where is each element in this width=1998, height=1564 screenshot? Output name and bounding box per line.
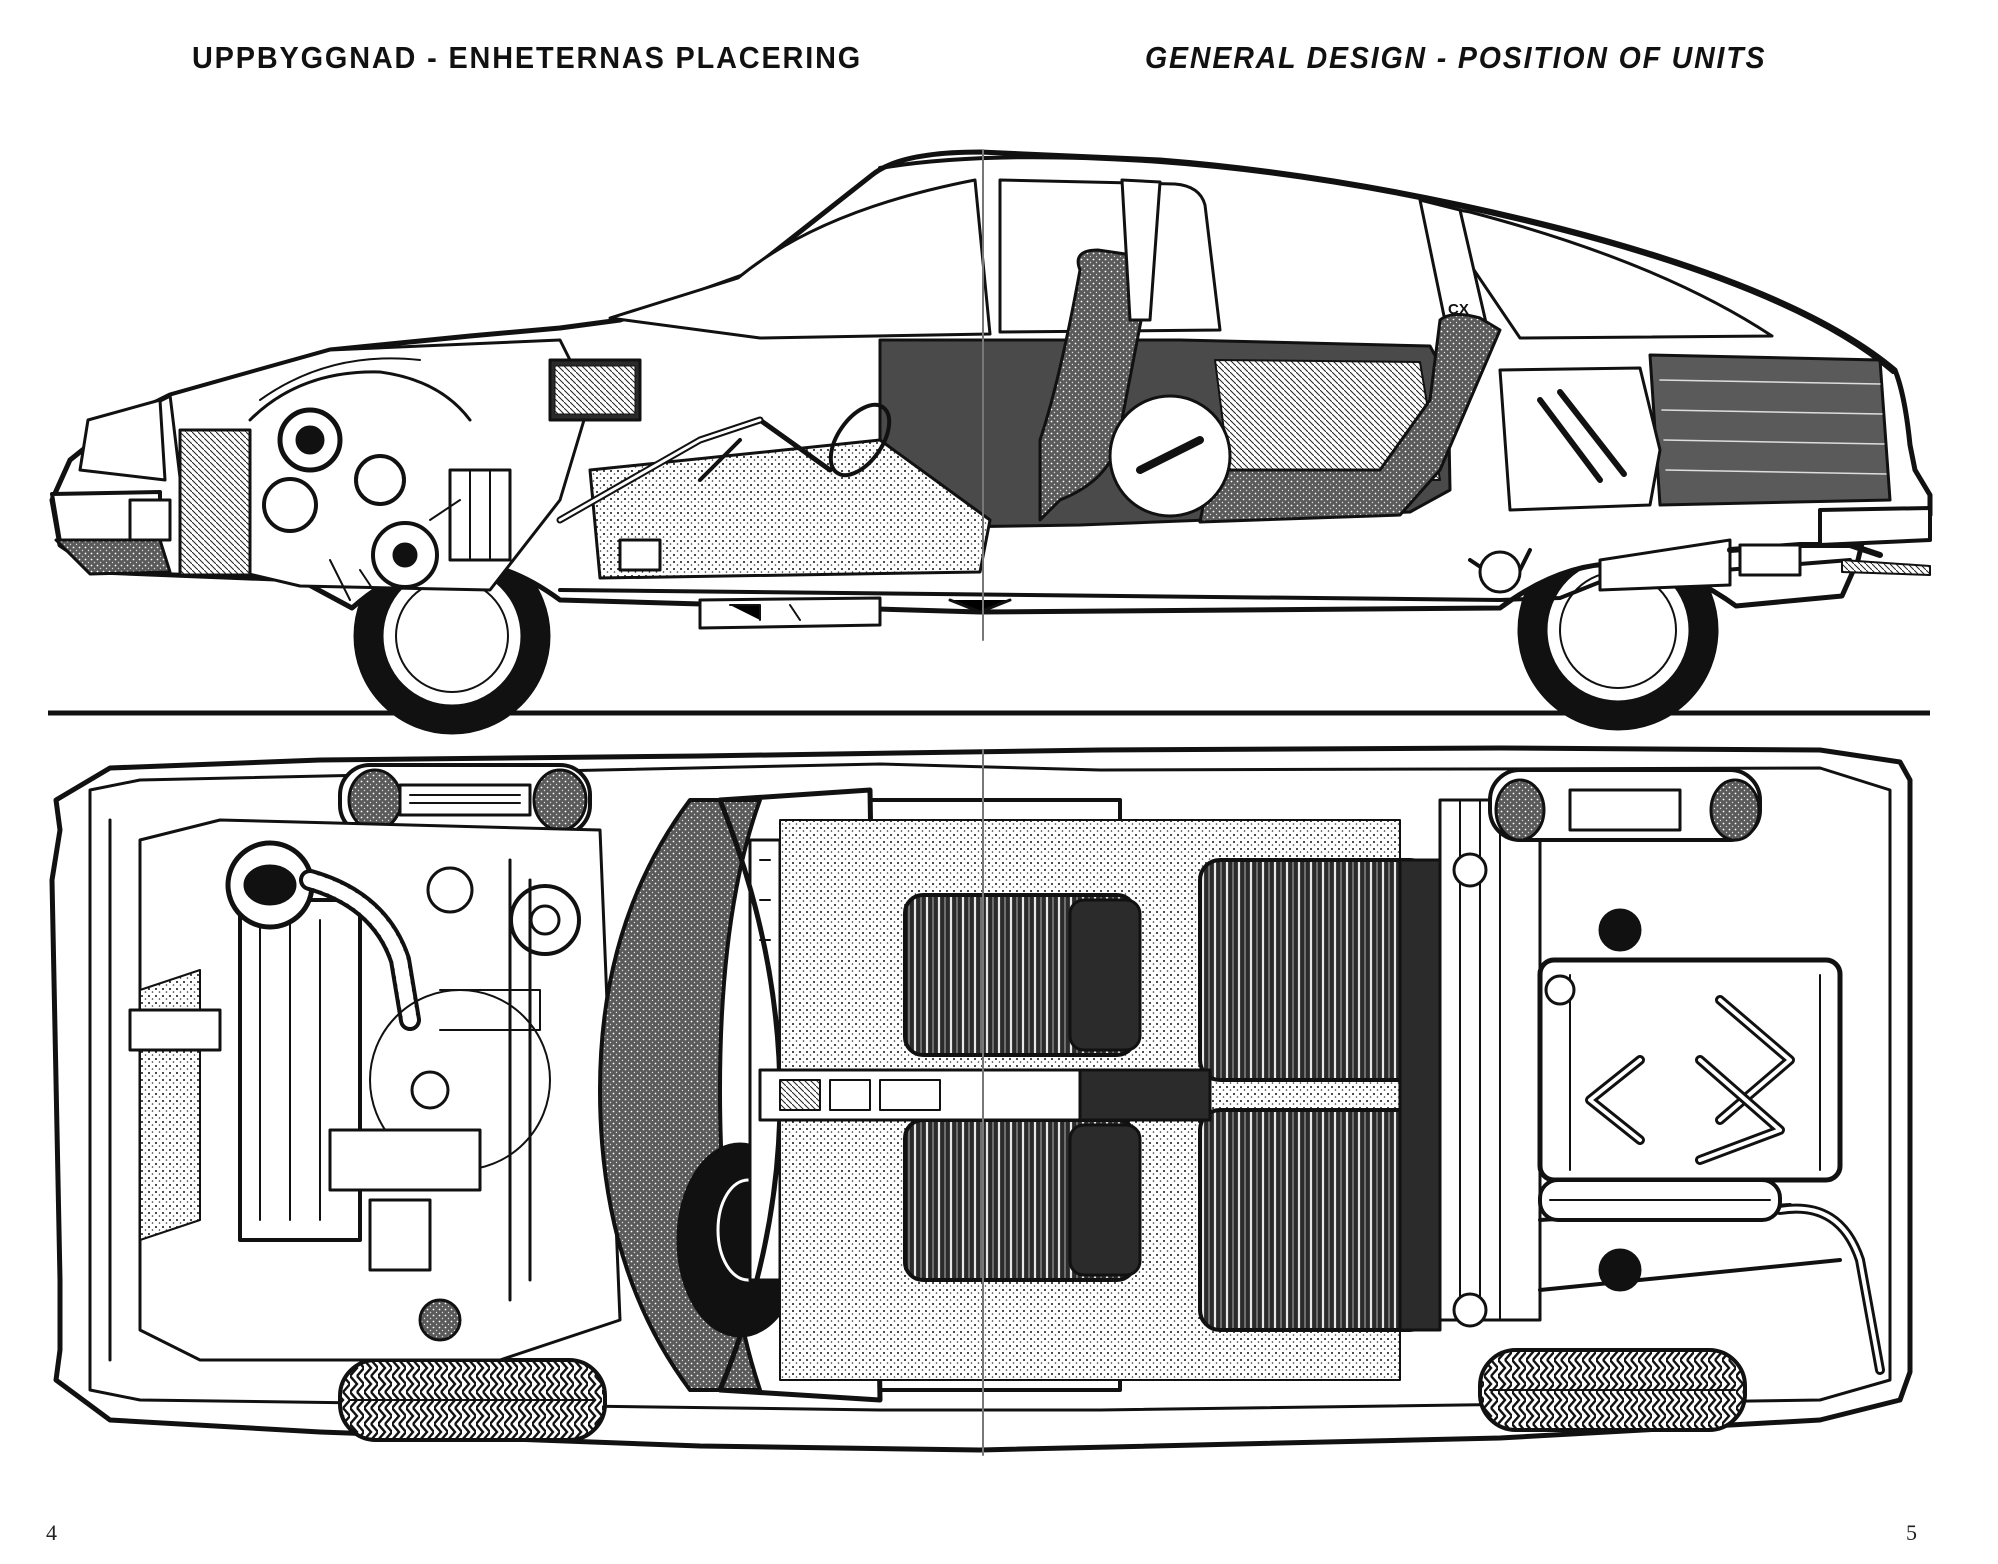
- rear-subframe-top: [1438, 768, 1885, 1375]
- side-view-cutaway: CX: [49, 149, 1933, 735]
- rear-seat-top: [1198, 858, 1442, 1332]
- exhaust-system-side: [558, 538, 1931, 630]
- windscreen: [608, 178, 992, 340]
- title-english: GENERAL DESIGN - POSITION OF UNITS: [1144, 40, 1766, 75]
- fuel-tank: [1537, 957, 1843, 1183]
- title-swedish: UPPBYGGNAD - ENHETERNAS PLACERING: [192, 40, 863, 75]
- rear-side-window: [1428, 203, 1774, 340]
- radiator: [178, 428, 252, 577]
- front-spare-tire: [338, 1358, 607, 1442]
- center-console-top: [758, 1068, 1212, 1122]
- seat-belt-pillar: [1120, 178, 1162, 322]
- front-seats-top: [903, 893, 1142, 1282]
- engine-top: [128, 818, 622, 1362]
- page-number-left: 4: [46, 1520, 57, 1545]
- engine-side: [168, 338, 764, 601]
- top-view-cutaway: [49, 745, 1913, 1456]
- page-number-right: 5: [1906, 1520, 1917, 1545]
- rear-spare-tire: [1478, 1348, 1747, 1432]
